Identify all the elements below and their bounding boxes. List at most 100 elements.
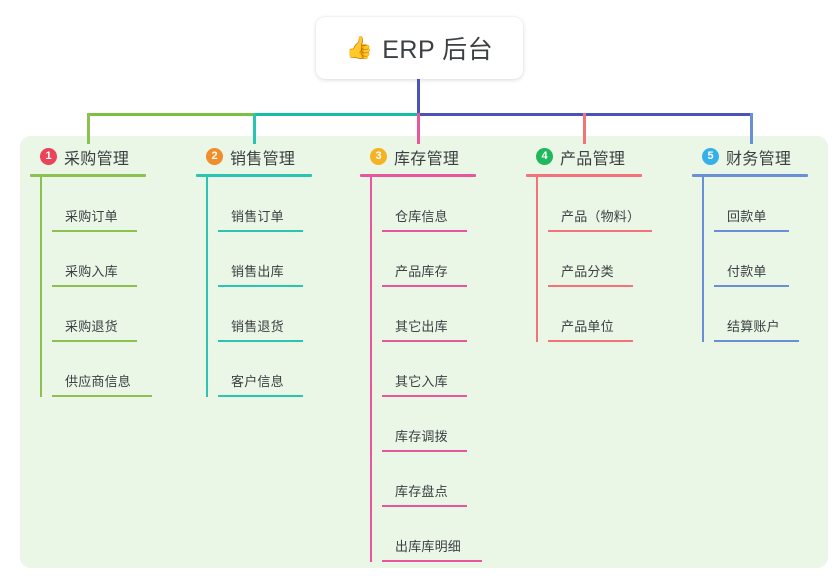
branch-item[interactable]: 采购订单 (52, 177, 146, 232)
branch-header-rule (692, 174, 808, 177)
branch-item-label: 付款单 (727, 264, 767, 279)
branch-item[interactable]: 产品单位 (548, 287, 642, 342)
branch-item-rule (382, 450, 467, 452)
branch-column-1: 1 采购管理采购订单采购入库采购退货供应商信息 (30, 145, 152, 397)
branch-drop-connector-2 (253, 113, 256, 144)
branch-items-2: 销售订单销售出库销售退货客户信息 (206, 177, 312, 397)
branch-column-4: 4 产品管理产品（物料） 产品分类产品单位 (526, 145, 652, 342)
branch-item-label: 其它入库 (395, 374, 448, 389)
branch-item-rule (714, 340, 799, 342)
branch-title: 产品管理 (560, 150, 626, 168)
branch-item-rule (548, 285, 633, 287)
branch-item[interactable]: 仓库信息 (382, 177, 476, 232)
branch-spine (206, 177, 208, 397)
root-stem-connector (417, 79, 420, 116)
branch-item[interactable]: 库存调拨 (382, 397, 476, 452)
branch-items-1: 采购订单采购入库采购退货供应商信息 (40, 177, 152, 397)
branch-header-rule (196, 174, 312, 177)
branch-item[interactable]: 销售退货 (218, 287, 312, 342)
branch-item-rule (218, 340, 303, 342)
branch-item-label: 其它出库 (395, 319, 448, 334)
branch-item[interactable]: 库存盘点 (382, 452, 476, 507)
branch-spine (370, 177, 372, 562)
root-node[interactable]: 👍 ERP 后台 (316, 17, 523, 79)
branch-title: 销售管理 (230, 150, 296, 168)
branch-header-rule (526, 174, 642, 177)
branch-item-rule (382, 395, 467, 397)
branch-item-rule (218, 285, 303, 287)
branch-number-badge: 2 (206, 148, 223, 165)
branch-column-5: 5 财务管理回款单付款单结算账户 (692, 145, 808, 342)
branch-item[interactable]: 其它入库 (382, 342, 476, 397)
branch-drop-connector-4 (583, 113, 586, 144)
branch-item-rule (382, 505, 467, 507)
branch-item[interactable]: 客户信息 (218, 342, 312, 397)
branch-item-label: 销售出库 (231, 264, 284, 279)
branch-drop-connector-1 (87, 113, 90, 144)
branch-header-4[interactable]: 4 产品管理 (526, 145, 642, 168)
branch-item-label: 产品分类 (561, 264, 614, 279)
branch-item-rule (382, 230, 467, 232)
branch-header-rule (30, 174, 146, 177)
branch-item-label: 采购入库 (65, 264, 118, 279)
branch-item-label: 客户信息 (231, 374, 284, 389)
branch-item-label: 库存调拨 (395, 429, 448, 444)
branch-item-rule (382, 560, 482, 562)
branch-header-2[interactable]: 2 销售管理 (196, 145, 312, 168)
branch-item-rule (52, 395, 152, 397)
branch-title: 财务管理 (726, 150, 792, 168)
branch-item[interactable]: 付款单 (714, 232, 808, 287)
branch-drop-connector-5 (750, 113, 753, 144)
branch-item-rule (382, 285, 467, 287)
branch-item-label: 回款单 (727, 209, 767, 224)
branch-item-rule (52, 230, 137, 232)
branch-spine (40, 177, 42, 397)
root-node-label: ERP 后台 (382, 36, 494, 64)
branch-item-rule (548, 230, 652, 232)
branch-column-3: 3 库存管理仓库信息产品库存其它出库其它入库库存调拨库存盘点出库库明细 (360, 145, 482, 562)
branch-number-badge: 1 (40, 148, 57, 165)
branch-item-label: 供应商信息 (65, 374, 132, 389)
branch-item-label: 结算账户 (727, 319, 780, 334)
branch-item[interactable]: 产品（物料） (548, 177, 652, 232)
branch-item[interactable]: 供应商信息 (52, 342, 152, 397)
branch-item-rule (52, 340, 137, 342)
branch-item[interactable]: 出库库明细 (382, 507, 482, 562)
branch-item[interactable]: 其它出库 (382, 287, 476, 342)
branch-spine (702, 177, 704, 342)
branch-column-2: 2 销售管理销售订单销售出库销售退货客户信息 (196, 145, 312, 397)
branch-item-label: 产品库存 (395, 264, 448, 279)
branch-item[interactable]: 销售出库 (218, 232, 312, 287)
branch-item-label: 产品（物料） (561, 209, 641, 224)
branch-item-rule (714, 230, 789, 232)
branch-number-badge: 4 (536, 148, 553, 165)
branch-item-rule (52, 285, 137, 287)
branch-items-5: 回款单付款单结算账户 (702, 177, 808, 342)
branch-item-label: 出库库明细 (395, 539, 462, 554)
branch-item-label: 库存盘点 (395, 484, 448, 499)
branch-item[interactable]: 采购入库 (52, 232, 146, 287)
branch-item[interactable]: 产品库存 (382, 232, 476, 287)
branch-item[interactable]: 回款单 (714, 177, 808, 232)
branch-header-1[interactable]: 1 采购管理 (30, 145, 146, 168)
branch-spine (536, 177, 538, 342)
branch-item[interactable]: 产品分类 (548, 232, 642, 287)
branch-item[interactable]: 采购退货 (52, 287, 146, 342)
branch-items-3: 仓库信息产品库存其它出库其它入库库存调拨库存盘点出库库明细 (370, 177, 482, 562)
branch-item-label: 仓库信息 (395, 209, 448, 224)
branch-item[interactable]: 销售订单 (218, 177, 312, 232)
branch-header-3[interactable]: 3 库存管理 (360, 145, 476, 168)
branch-item-rule (218, 230, 303, 232)
branch-item-rule (382, 340, 467, 342)
branch-header-5[interactable]: 5 财务管理 (692, 145, 808, 168)
branch-item-label: 产品单位 (561, 319, 614, 334)
branch-title: 采购管理 (64, 150, 130, 168)
thumbs-up-icon: 👍 (345, 35, 374, 60)
branch-item-rule (548, 340, 633, 342)
branch-item-rule (218, 395, 303, 397)
branch-item-label: 销售订单 (231, 209, 284, 224)
branch-number-badge: 3 (370, 148, 387, 165)
branch-number-badge: 5 (702, 148, 719, 165)
branch-title: 库存管理 (394, 150, 460, 168)
branch-item[interactable]: 结算账户 (714, 287, 808, 342)
